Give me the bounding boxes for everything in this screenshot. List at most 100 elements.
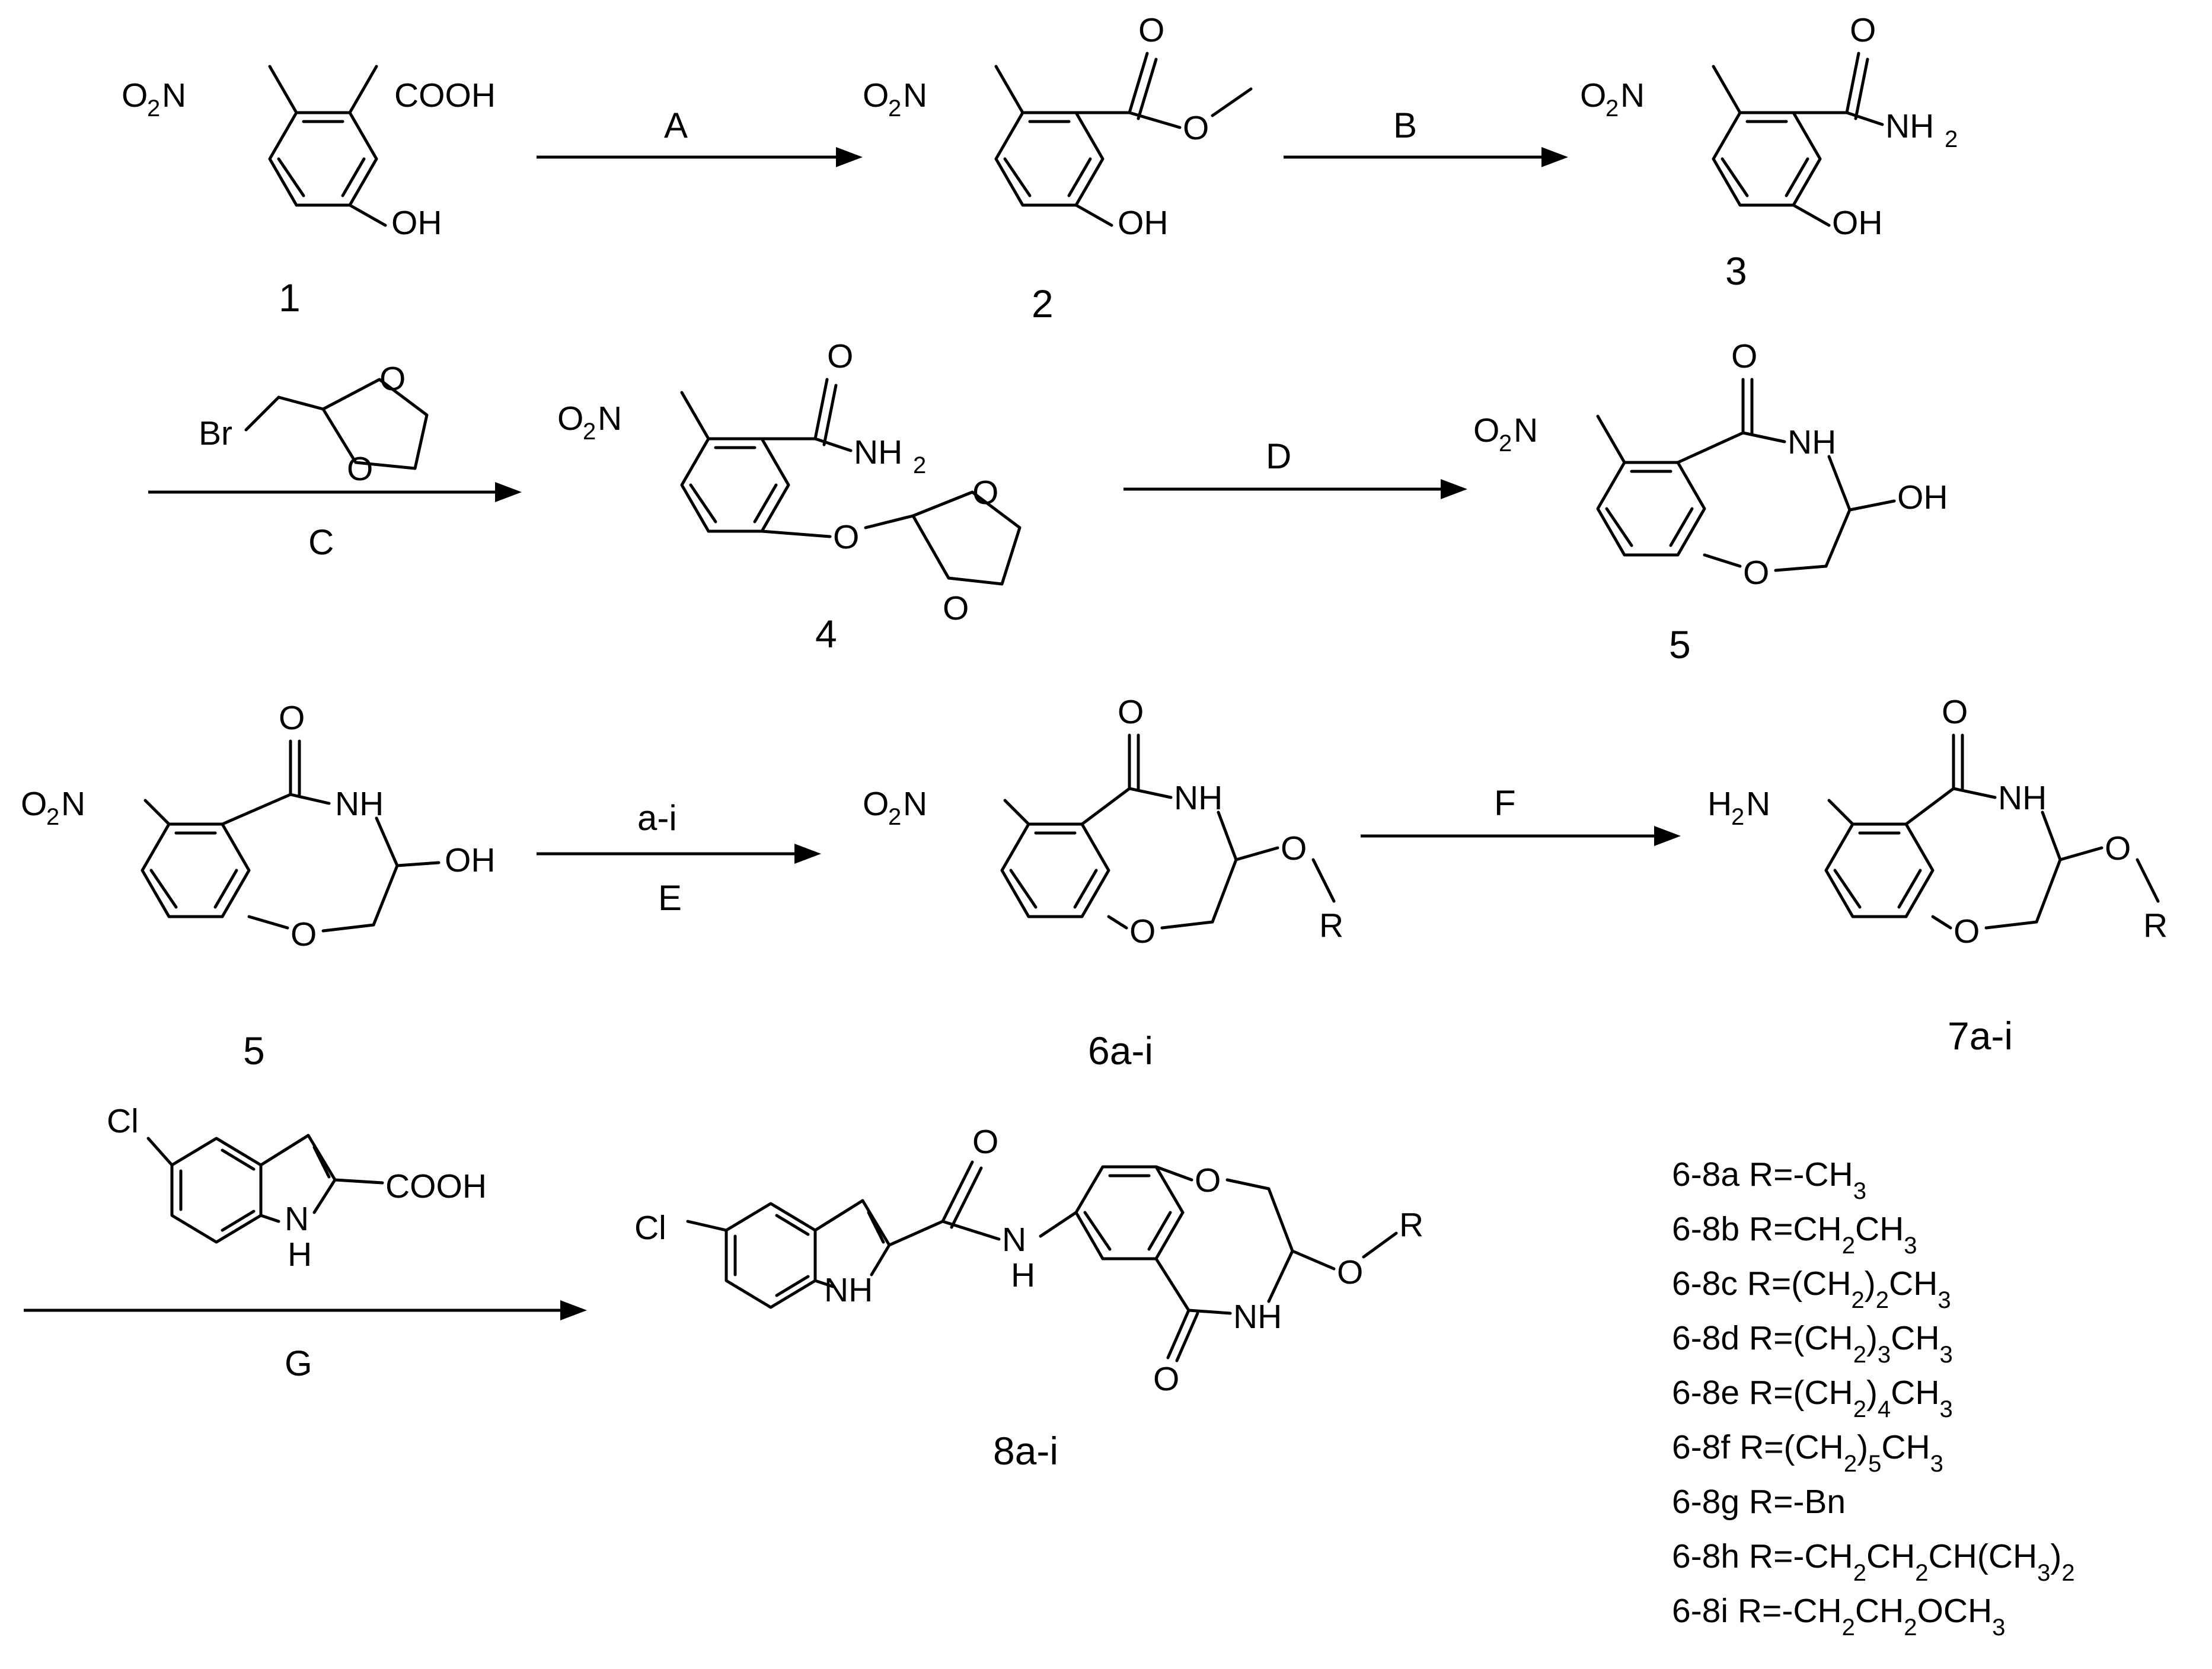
substituent-entry: 6-8d R=(CH2)3CH3 bbox=[1672, 1319, 1953, 1368]
compound-8-structure: Cl NH O N H O NH O R O bbox=[634, 1123, 1423, 1398]
compound-label-5: 5 bbox=[243, 1029, 265, 1073]
atom-O: O bbox=[943, 589, 969, 627]
compound-4-structure: O 2 N O NH 2 O O O bbox=[557, 337, 1022, 627]
atom-NH: NH bbox=[1233, 1298, 1282, 1336]
atom-O: O bbox=[1942, 693, 1968, 731]
arrow-head-F bbox=[1654, 826, 1681, 846]
substituent-entry: 6-8c R=(CH2)2CH3 bbox=[1672, 1265, 1951, 1313]
compound-label-3: 3 bbox=[1725, 249, 1747, 293]
compound-2-structure: O 2 N O O OH bbox=[863, 11, 1253, 242]
atom-OH: OH bbox=[445, 841, 496, 879]
atom-O: O bbox=[1195, 1161, 1221, 1199]
atom-OH: OH bbox=[1832, 204, 1883, 242]
atom-subscript: 2 bbox=[913, 452, 926, 478]
reagent-label-E: E bbox=[658, 878, 682, 918]
arrow-head-G bbox=[560, 1300, 587, 1320]
atom-subscript: 2 bbox=[888, 95, 901, 122]
reagent-label-C: C bbox=[308, 522, 334, 562]
substituent-legend: 6-8a R=-CH3 6-8b R=CH2CH3 6-8c R=(CH2)2CH3… bbox=[1672, 1156, 2075, 1641]
atom-N: N bbox=[1620, 76, 1645, 114]
atom-OH: OH bbox=[1897, 478, 1948, 516]
reagent-label-B: B bbox=[1393, 106, 1417, 145]
atom-O2: O bbox=[863, 785, 889, 823]
substituent-entry: 6-8b R=CH2CH3 bbox=[1672, 1210, 1917, 1259]
reagent-label-G: G bbox=[285, 1344, 312, 1383]
compound-1-structure: O 2 N COOH OH bbox=[122, 65, 496, 242]
compound-6-structure: O 2 N O NH O R O bbox=[863, 693, 1343, 950]
atom-O: O bbox=[1281, 829, 1307, 867]
compound-5-structure: O 2 N O NH OH O bbox=[21, 699, 496, 953]
atom-subscript: 2 bbox=[46, 804, 59, 830]
compound-label-7a-i: 7a-i bbox=[1948, 1014, 2013, 1058]
atom-R: R bbox=[1399, 1206, 1423, 1244]
atom-O: O bbox=[279, 699, 305, 737]
atom-O: O bbox=[833, 518, 859, 556]
atom-H2: H bbox=[1707, 785, 1732, 823]
atom-Br: Br bbox=[199, 414, 232, 452]
atom-N: N bbox=[598, 400, 622, 438]
compound-7-structure: H 2 N O NH O R O bbox=[1707, 693, 2168, 950]
atom-O: O bbox=[1153, 1360, 1179, 1398]
atom-R: R bbox=[2143, 907, 2168, 944]
atom-NH: NH bbox=[824, 1271, 873, 1309]
atom-O: O bbox=[2105, 829, 2131, 867]
atom-OH: OH bbox=[391, 204, 442, 242]
atom-N: N bbox=[1002, 1221, 1026, 1259]
atom-subscript: 2 bbox=[1605, 95, 1619, 122]
substituent-entry: 6-8a R=-CH3 bbox=[1672, 1156, 1866, 1204]
atom-R: R bbox=[1319, 907, 1343, 944]
atom-O2: O bbox=[122, 76, 148, 114]
compound-5-structure: O 2 N O NH OH O bbox=[1473, 337, 1948, 592]
atom-O2: O bbox=[21, 785, 47, 823]
reagent-label-A: A bbox=[664, 106, 688, 145]
atom-N: N bbox=[1746, 785, 1770, 823]
atom-O: O bbox=[1183, 109, 1209, 147]
atom-O: O bbox=[1138, 11, 1164, 49]
arrow-head-D bbox=[1441, 479, 1467, 499]
atom-N: N bbox=[61, 785, 85, 823]
atom-O: O bbox=[827, 337, 853, 375]
atom-subscript: 2 bbox=[1499, 430, 1512, 457]
atom-Cl: Cl bbox=[634, 1209, 666, 1247]
atom-NH: NH bbox=[1174, 779, 1222, 817]
atom-subscript: 2 bbox=[147, 95, 160, 122]
arrow-head-A bbox=[836, 147, 863, 167]
compound-label-2: 2 bbox=[1032, 282, 1054, 325]
reagent-label-D: D bbox=[1266, 436, 1291, 476]
compound-3-structure: O 2 N O NH 2 OH bbox=[1580, 11, 1958, 242]
atom-O2: O bbox=[557, 400, 583, 438]
atom-NH: NH bbox=[335, 785, 384, 823]
atom-H: H bbox=[1011, 1256, 1035, 1294]
atom-subscript: 2 bbox=[583, 419, 596, 445]
compound-label-5: 5 bbox=[1669, 623, 1691, 666]
atom-O: O bbox=[1743, 554, 1769, 592]
atom-O: O bbox=[1850, 11, 1876, 49]
atom-O: O bbox=[1337, 1253, 1363, 1291]
atom-O: O bbox=[972, 1123, 998, 1161]
compound-label-4: 4 bbox=[815, 612, 837, 656]
atom-subscript: 2 bbox=[1731, 804, 1744, 830]
compound-label-1: 1 bbox=[279, 276, 301, 320]
atom-O: O bbox=[291, 915, 317, 953]
atom-N: N bbox=[903, 76, 927, 114]
atom-NH: NH bbox=[1998, 779, 2047, 817]
atom-O: O bbox=[379, 360, 406, 398]
substituent-entry: 6-8e R=(CH2)4CH3 bbox=[1672, 1374, 1953, 1422]
atom-N: N bbox=[903, 785, 927, 823]
compound-label-6a-i: 6a-i bbox=[1088, 1029, 1153, 1073]
atom-N: N bbox=[162, 76, 186, 114]
reagent-C-structure: Br O O bbox=[199, 360, 429, 488]
reagent-G-structure: Cl COOH N H bbox=[107, 1102, 487, 1274]
compound-label-8a-i: 8a-i bbox=[993, 1429, 1058, 1473]
atom-subscript: 2 bbox=[1945, 126, 1958, 152]
substituent-entry: 6-8g R=-Bn bbox=[1672, 1483, 1846, 1521]
substituent-entry: 6-8h R=-CH2CH2CH(CH3)2 bbox=[1672, 1537, 2075, 1586]
atom-NH: NH bbox=[1788, 423, 1836, 461]
arrow-head-C bbox=[495, 482, 522, 502]
reagent-label-a-i: a-i bbox=[637, 798, 677, 838]
atom-O: O bbox=[972, 474, 998, 512]
arrow-head-B bbox=[1541, 147, 1568, 167]
substituent-entry: 6-8f R=(CH2)5CH3 bbox=[1672, 1428, 1943, 1477]
arrow-head-E bbox=[794, 844, 821, 864]
